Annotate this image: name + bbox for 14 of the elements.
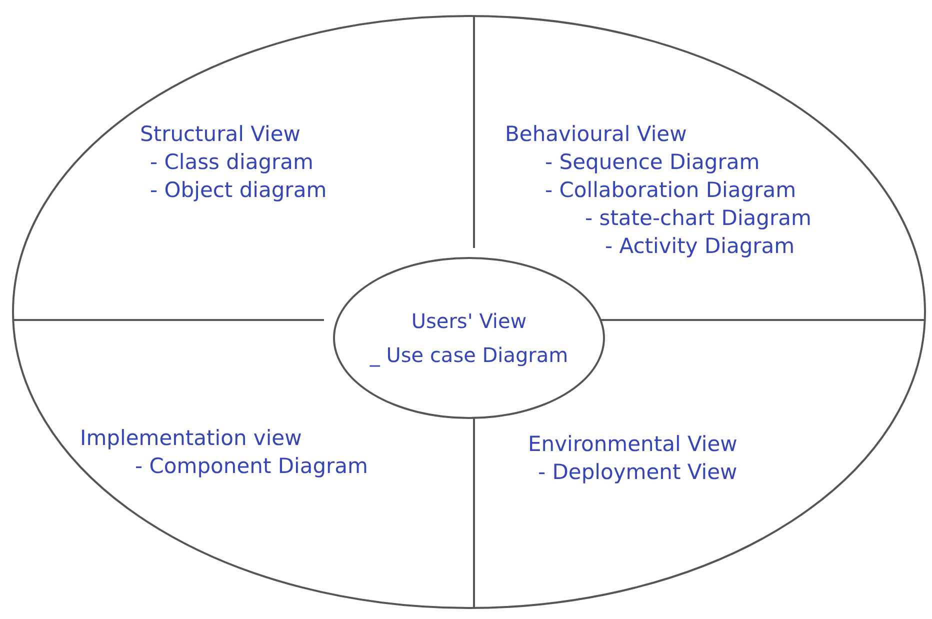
view-heading: Environmental View (528, 431, 738, 458)
diagram-item: - Class diagram (150, 149, 314, 176)
diagram-item: - Collaboration Diagram (545, 177, 796, 204)
view-heading: Users' View (411, 308, 527, 334)
diagram-item: - Component Diagram (135, 453, 368, 480)
view-heading: Structural View (140, 121, 300, 148)
view-heading: Implementation view (80, 425, 302, 452)
diagram-item: - Object diagram (150, 177, 327, 204)
diagram-item: - Activity Diagram (605, 233, 795, 260)
view-heading: Behavioural View (505, 121, 687, 148)
diagram-item: - Sequence Diagram (545, 149, 760, 176)
diagram-item: - state-chart Diagram (585, 205, 812, 232)
diagram-item: - Deployment View (538, 459, 738, 486)
diagram-item: _ Use case Diagram (370, 342, 568, 368)
